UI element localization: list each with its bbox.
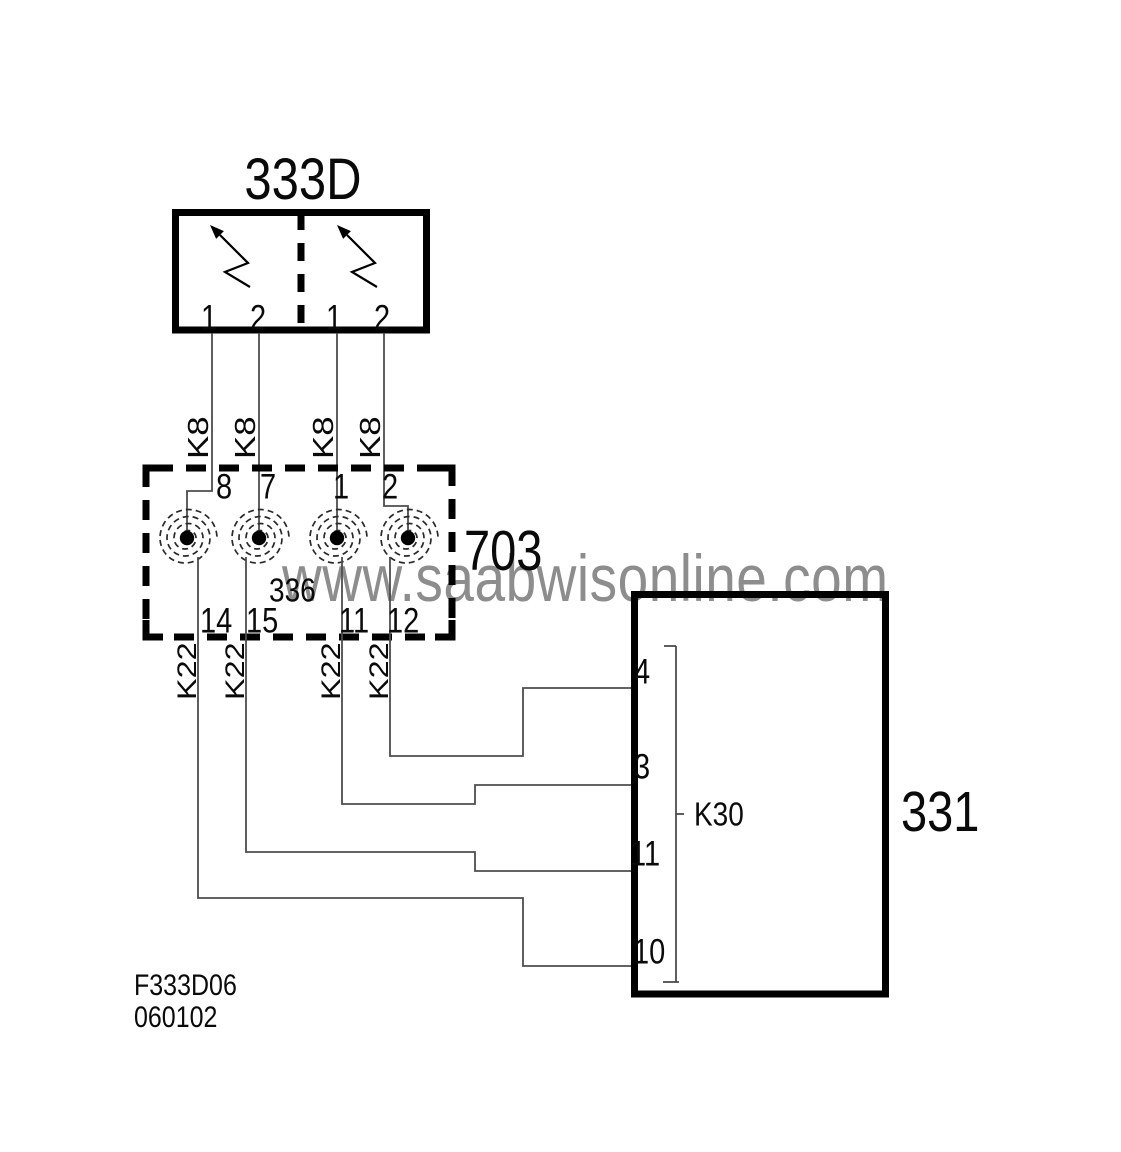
wire-label-k22-2: K22 <box>220 642 250 700</box>
coil-center-dot <box>400 530 416 546</box>
wire-label-k8-1: K8 <box>183 416 215 459</box>
pin-label-703-1: 1 <box>333 468 350 507</box>
pin-label-331-11: 11 <box>630 835 661 874</box>
wire-k8-1 <box>186 333 213 531</box>
k30-bus-bar <box>663 645 684 983</box>
pin-label-703-2: 2 <box>382 468 399 507</box>
coil-center-dot <box>251 530 267 546</box>
connector-703-corner <box>142 464 163 485</box>
connector-703-label: 703 <box>464 518 543 582</box>
wire-label-k22-1: K22 <box>172 642 202 700</box>
unit-331-bar-label: K30 <box>694 795 744 833</box>
pin-label-333d-4: 2 <box>374 299 391 338</box>
connector-703-outline <box>142 464 456 641</box>
wire-label-k8-2: K8 <box>230 416 262 459</box>
pin-label-331-4: 4 <box>634 653 651 692</box>
pin-label-331-3: 3 <box>634 748 651 787</box>
pin-label-333d-2: 2 <box>250 299 267 338</box>
unit-331-symbol <box>631 591 889 998</box>
connector-703-corner <box>142 620 163 641</box>
pin-label-331-10: 10 <box>633 933 666 972</box>
pin-label-703-7: 7 <box>260 468 277 507</box>
pin-label-703-14: 14 <box>200 602 233 641</box>
wires-k8 <box>186 333 409 531</box>
unit-331-label: 331 <box>901 779 980 843</box>
component-333d-label: 333D <box>244 147 362 213</box>
date-code-text: 060102 <box>134 1000 218 1035</box>
wire-label-k8-4: K8 <box>355 416 387 459</box>
wire-k22-15-to-11 <box>245 557 634 872</box>
wire-k22-14-to-10 <box>197 557 634 967</box>
wire-label-k22-3: K22 <box>316 642 346 700</box>
wire-label-k22-4: K22 <box>364 642 394 700</box>
unit-331-box <box>631 591 889 998</box>
wire-k22-12-to-4 <box>389 557 634 757</box>
coil-center-dot <box>179 530 195 546</box>
pin-label-703-12: 12 <box>387 602 420 641</box>
watermark-text: www.saabwisonline.com <box>282 541 889 616</box>
flash-arrow-icon <box>337 225 378 288</box>
flash-arrow-icon <box>210 225 251 288</box>
pin-label-703-15: 15 <box>246 602 279 641</box>
pin-label-333d-1: 1 <box>201 299 218 338</box>
wire-label-k8-3: K8 <box>308 416 340 459</box>
connector-703-corner <box>435 464 456 485</box>
coil-center-dot <box>329 530 345 546</box>
connector-703-box <box>142 464 456 641</box>
pin-label-703-11: 11 <box>339 602 370 641</box>
component-333d-symbol <box>172 209 430 334</box>
pin-label-703-8: 8 <box>216 468 233 507</box>
wires-k22 <box>197 557 634 967</box>
connector-703-corner <box>435 620 456 641</box>
figure-id-text: F333D06 <box>134 968 237 1003</box>
pin-label-333d-3: 1 <box>326 299 343 338</box>
suppressor-coils <box>159 508 439 564</box>
wire-k22-11-to-3 <box>341 557 634 805</box>
wire-k8-4 <box>383 333 409 531</box>
connector-703-inner-label: 336 <box>269 571 316 609</box>
